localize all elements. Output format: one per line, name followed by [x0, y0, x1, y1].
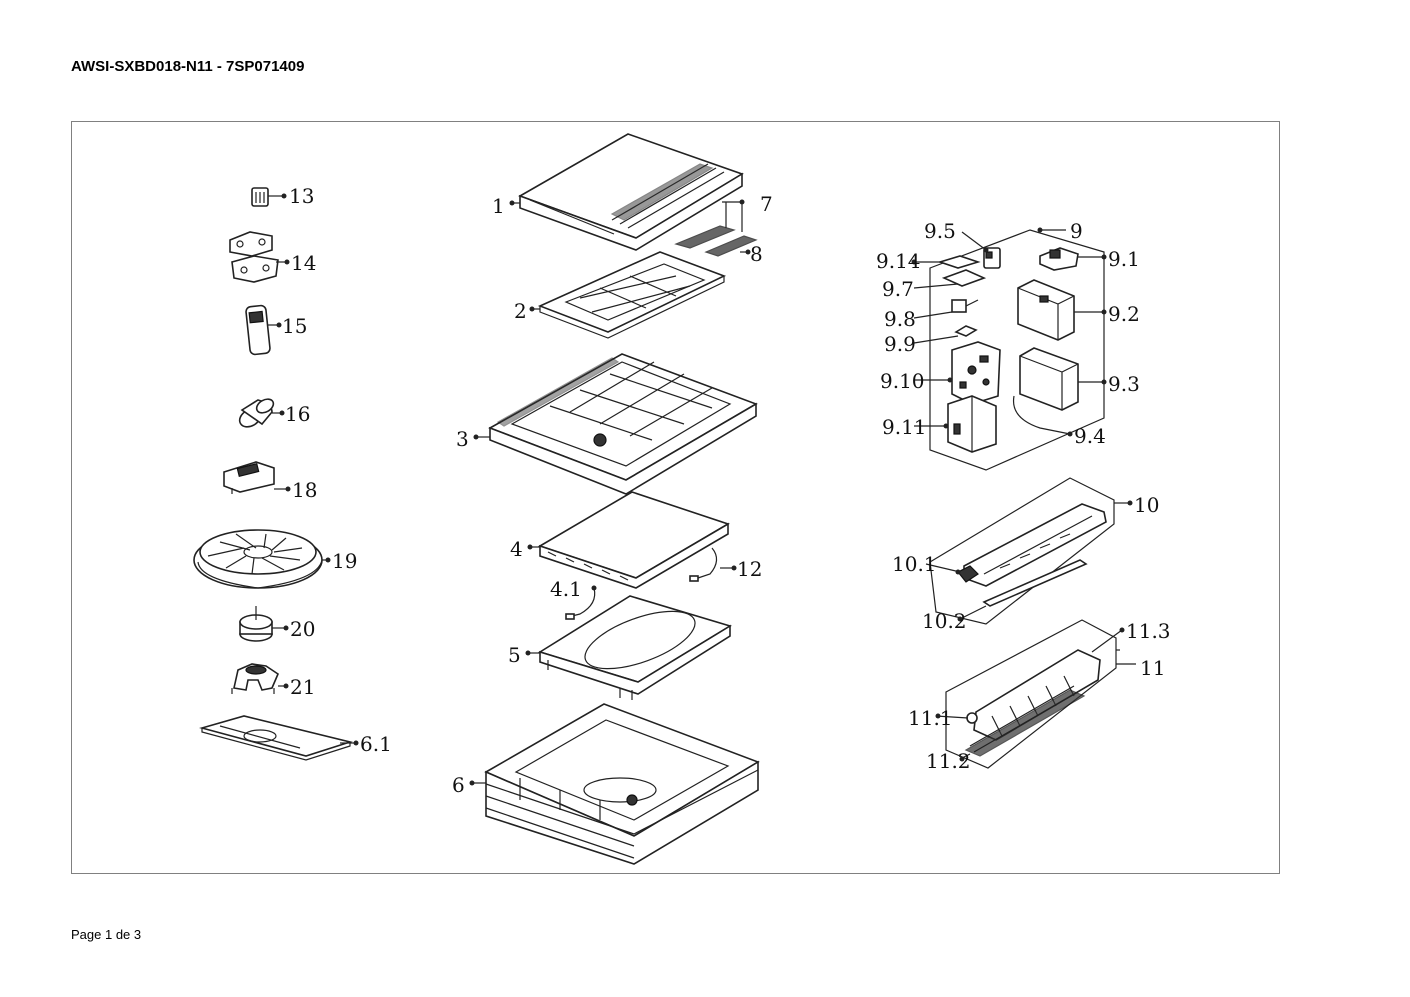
callout-9-7: 9.7	[882, 277, 914, 301]
callout-9-2: 9.2	[1108, 302, 1140, 326]
diagram-frame	[71, 121, 1280, 874]
callout-9-9: 9.9	[884, 332, 916, 356]
callout-10-2: 10.2	[922, 609, 967, 633]
callout-13: 13	[289, 184, 314, 208]
callout-6: 6	[452, 773, 465, 797]
part-14-brackets	[229, 231, 290, 283]
part-6-1-drain-plate	[199, 715, 359, 761]
callout-12: 12	[737, 557, 762, 581]
part-15-remote-control	[245, 304, 282, 356]
part-2-grille-frame	[529, 251, 727, 339]
callout-15: 15	[282, 314, 307, 338]
part-3-housing-cover	[473, 353, 758, 495]
part-9-4-wire	[1012, 395, 1073, 437]
callout-9-1: 9.1	[1108, 247, 1140, 271]
part-9-5-relay	[961, 231, 1001, 269]
callout-11-2: 11.2	[926, 749, 971, 773]
document-title: AWSI-SXBD018-N11 - 7SP071409	[71, 58, 305, 75]
part-9-14-board	[911, 255, 981, 269]
part-21-motor-mount	[231, 663, 289, 694]
part-9-8-capacitor	[913, 299, 979, 319]
part-12-sensor	[689, 547, 737, 582]
callout-18: 18	[292, 478, 317, 502]
page-footer: Page 1 de 3	[71, 927, 142, 942]
part-9-2-box-cover	[1017, 279, 1107, 341]
part-6-chassis	[469, 703, 760, 865]
part-9-7-plate	[913, 269, 987, 289]
callout-5: 5	[508, 643, 521, 667]
callout-20: 20	[290, 617, 315, 641]
part-16-cap	[238, 398, 285, 428]
callout-9: 9	[1070, 219, 1083, 243]
callout-7: 7	[760, 192, 773, 216]
callout-9-5: 9.5	[924, 219, 956, 243]
callout-11-1: 11.1	[908, 706, 953, 730]
part-7-8-filters	[674, 199, 758, 257]
callout-3: 3	[456, 427, 469, 451]
callout-11-3: 11.3	[1126, 619, 1171, 643]
part-20-motor	[239, 606, 289, 642]
callout-9-10: 9.10	[880, 369, 925, 393]
callout-1: 1	[492, 194, 505, 218]
callout-8: 8	[750, 242, 763, 266]
callout-6-1: 6.1	[360, 732, 392, 756]
part-19-fan-wheel	[193, 529, 331, 589]
part-13-connector	[251, 187, 287, 207]
part-9-3-box-base	[1019, 347, 1107, 411]
callout-4-1: 4.1	[550, 577, 582, 601]
part-5-drain-pan	[525, 595, 732, 700]
callout-14: 14	[291, 251, 316, 275]
part-9-electrical-box-group	[929, 227, 1105, 471]
callout-9-8: 9.8	[884, 307, 916, 331]
part-9-9-chip	[913, 325, 978, 344]
callout-2: 2	[514, 299, 527, 323]
callout-10: 10	[1134, 493, 1159, 517]
part-4-1-sensor	[565, 585, 597, 620]
callout-19: 19	[332, 549, 357, 573]
part-10-louver-assembly	[925, 477, 1133, 625]
callout-10-1: 10.1	[892, 552, 937, 576]
callout-4: 4	[510, 537, 523, 561]
part-4-evaporator	[527, 491, 730, 589]
part-9-10-main-pcb	[914, 341, 1001, 405]
part-9-1-terminal	[1039, 247, 1107, 271]
callout-9-11: 9.11	[882, 415, 927, 439]
callout-9-4: 9.4	[1074, 424, 1106, 448]
callout-9-3: 9.3	[1108, 372, 1140, 396]
callout-9-14: 9.14	[876, 249, 921, 273]
callout-16: 16	[285, 402, 310, 426]
callout-21: 21	[290, 675, 315, 699]
part-18-holder	[223, 461, 291, 494]
part-1-front-panel	[509, 133, 744, 251]
part-11-swing-assembly	[935, 619, 1136, 769]
callout-11: 11	[1140, 656, 1165, 680]
part-9-11-shield	[914, 395, 997, 453]
